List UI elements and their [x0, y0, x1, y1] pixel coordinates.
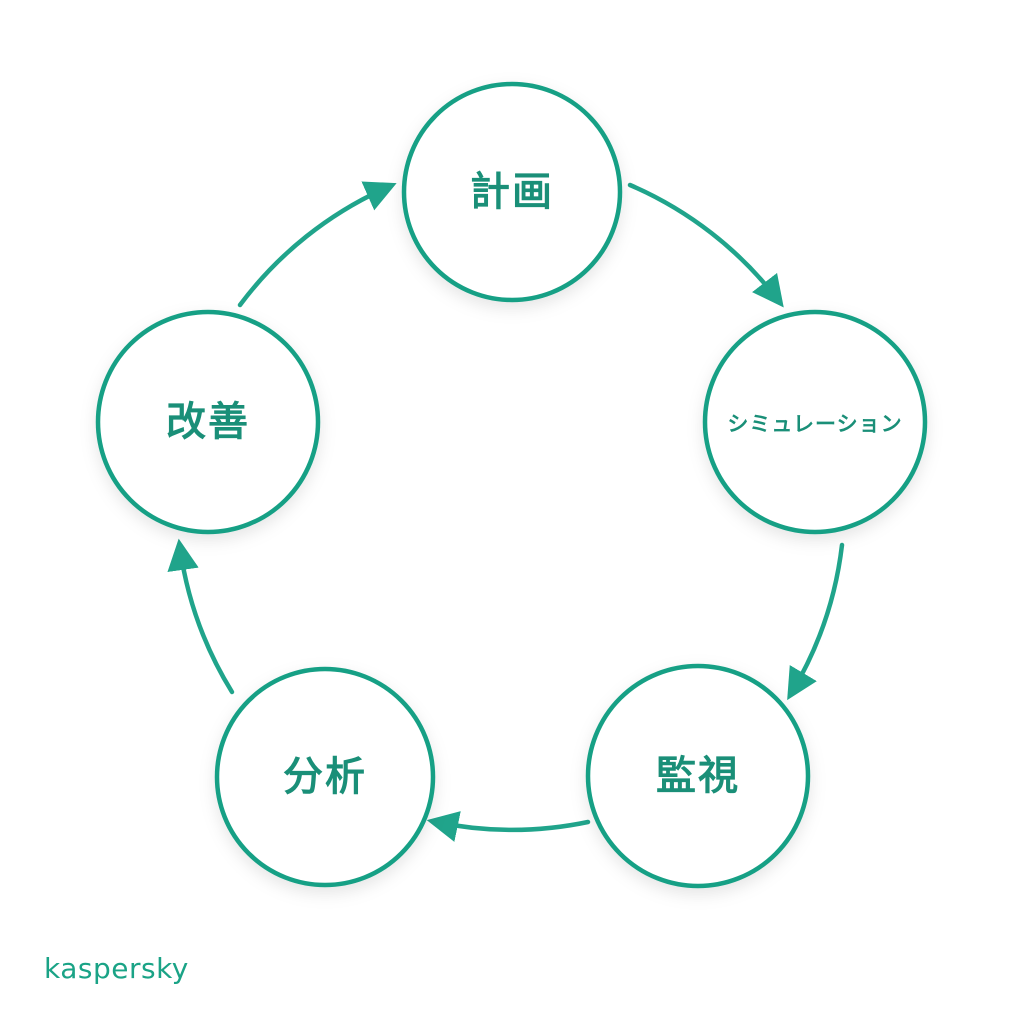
node-analyze: 分析 [214, 666, 436, 888]
node-improve: 改善 [95, 309, 321, 535]
kaspersky-logo: kaspersky [44, 952, 189, 985]
arrow-plan-to-simulation [627, 182, 784, 308]
node-plan: 計画 [401, 81, 623, 303]
arrow-analyze-to-improve [167, 538, 235, 695]
node-label-improve: 改善 [166, 399, 250, 445]
node-simulation: シミュレーション [702, 309, 928, 535]
arrow-improve-to-plan [237, 181, 397, 308]
node-label-monitor: 監視 [656, 753, 740, 799]
arrow-monitor-to-analyze [426, 811, 591, 842]
arrow-simulation-to-monitor [787, 542, 845, 701]
node-label-analyze: 分析 [283, 754, 367, 800]
node-label-simulation: シミュレーション [727, 412, 902, 436]
node-monitor: 監視 [585, 663, 811, 889]
node-label-plan: 計画 [470, 169, 554, 215]
